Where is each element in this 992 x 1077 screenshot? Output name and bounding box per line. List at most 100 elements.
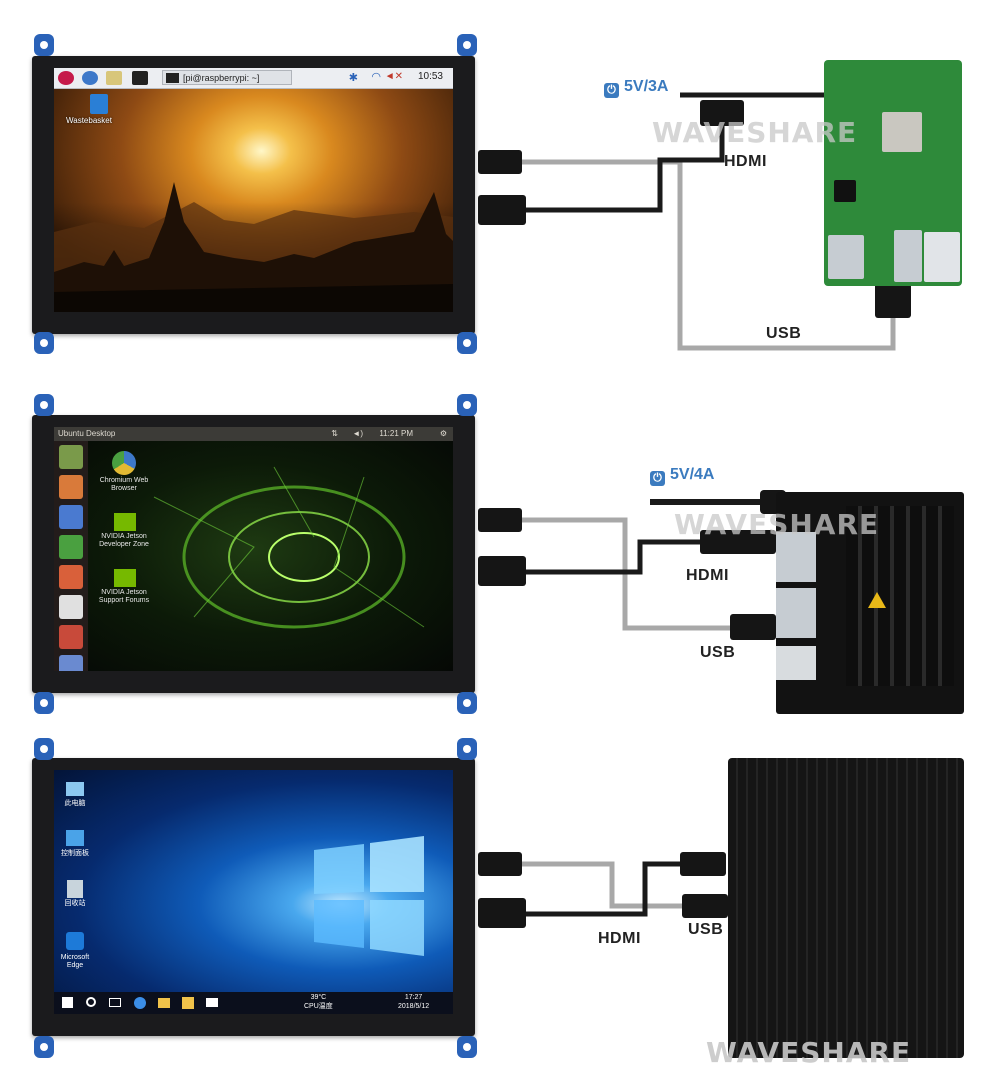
power-spec-2: ⏻5V/4A	[650, 466, 714, 486]
mount-bracket	[457, 692, 477, 714]
watermark: WAVESHARE	[652, 116, 858, 149]
recycle-bin-icon[interactable]	[67, 880, 83, 898]
ethernet-port	[924, 232, 960, 282]
usb-port	[776, 588, 816, 638]
file-explorer-icon[interactable]	[158, 998, 170, 1008]
ethernet-port	[776, 646, 816, 680]
chromium-icon[interactable]	[112, 451, 136, 475]
raspberry-menu-icon[interactable]	[58, 71, 74, 85]
mount-bracket	[34, 692, 54, 714]
gear-icon[interactable]: ⚙	[439, 429, 447, 438]
calc-icon[interactable]	[59, 535, 83, 559]
nvidia-icon[interactable]	[114, 569, 136, 587]
jetson-nano-board	[776, 492, 964, 714]
mail-icon[interactable]	[206, 998, 218, 1007]
usb-port	[894, 230, 922, 282]
desktop-icon-label: 此电脑	[64, 800, 86, 807]
mount-bracket	[457, 738, 477, 760]
ubuntu-dash-icon[interactable]	[59, 445, 83, 469]
desktop-icon-label: NVIDIA Jetson Support Forums	[98, 589, 150, 604]
display-panel-2: Ubuntu Desktop 11:21 PM ⚙ ◄) ⇅ Chromium …	[32, 415, 475, 693]
mount-bracket	[457, 394, 477, 416]
desktop-icon-label: NVIDIA Jetson Developer Zone	[99, 533, 149, 548]
wifi-icon[interactable]: ◠	[371, 71, 381, 83]
nvidia-icon[interactable]	[114, 513, 136, 531]
terminal-title: [pi@raspberrypi: ~]	[183, 73, 260, 83]
wastebasket-icon[interactable]	[90, 94, 108, 114]
desktop-icon-label: 控制面板	[61, 850, 89, 857]
trash-icon[interactable]	[59, 655, 83, 671]
writer-icon[interactable]	[59, 505, 83, 529]
network-icon[interactable]: ⇅	[331, 429, 338, 438]
ubuntu-desktop-screen: Ubuntu Desktop 11:21 PM ⚙ ◄) ⇅ Chromium …	[54, 427, 453, 671]
usb-label-3: USB	[688, 921, 724, 938]
mount-bracket	[34, 1036, 54, 1058]
watermark: WAVESHARE	[706, 1036, 912, 1069]
mount-bracket	[34, 394, 54, 416]
raspberry-pi-board	[824, 60, 962, 286]
ubuntu-topbar: Ubuntu Desktop 11:21 PM ⚙ ◄) ⇅	[54, 427, 453, 441]
terminal-icon[interactable]	[132, 71, 148, 85]
hdmi-label-3: HDMI	[598, 930, 641, 947]
terminal-icon	[166, 73, 179, 83]
usb-label-2: USB	[700, 644, 736, 661]
hdmi-cable-3	[520, 861, 690, 917]
chip	[834, 180, 856, 202]
mini-pc-box	[728, 758, 964, 1058]
task-view-icon[interactable]	[109, 998, 121, 1007]
power-icon: ⏻	[604, 83, 619, 98]
taskbar-clock: 10:53	[417, 71, 443, 82]
hdmi-plug	[478, 556, 526, 586]
usb-plug	[478, 852, 522, 876]
volume-icon[interactable]: ◄✕	[384, 71, 403, 82]
desktop-icon-label: Microsoft Edge	[60, 954, 90, 969]
usb-port	[828, 235, 864, 279]
mount-bracket	[34, 332, 54, 354]
nvidia-eye-wallpaper	[153, 466, 425, 629]
volume-icon[interactable]: ◄)	[352, 429, 363, 438]
mount-bracket	[34, 738, 54, 760]
software-center-icon[interactable]	[59, 595, 83, 619]
bluetooth-icon[interactable]: ✱	[348, 72, 358, 84]
topbar-title: Ubuntu Desktop	[58, 429, 116, 438]
watermark: WAVESHARE	[674, 508, 880, 541]
topbar-clock: 11:21 PM	[379, 429, 413, 438]
ubuntu-launcher	[54, 441, 88, 671]
hdmi-cable-2	[520, 539, 705, 575]
edge-icon[interactable]	[66, 932, 84, 950]
computer-icon[interactable]	[66, 782, 84, 796]
terminal-task-button[interactable]: [pi@raspberrypi: ~]	[162, 70, 292, 85]
mount-bracket	[457, 332, 477, 354]
start-icon[interactable]	[62, 997, 73, 1008]
temple-silhouette	[54, 182, 453, 312]
display-panel-1: [pi@raspberrypi: ~] ✱ ◠ ◄✕ 10:53 Wasteba…	[32, 56, 475, 334]
usb-port	[776, 532, 816, 582]
windows-logo-wallpaper	[314, 836, 424, 956]
usb-cable-3	[520, 861, 690, 909]
folder-icon[interactable]	[106, 71, 122, 85]
impress-icon[interactable]	[59, 565, 83, 589]
globe-icon[interactable]	[82, 71, 98, 85]
usb-cable-1	[520, 159, 896, 351]
mount-bracket	[457, 1036, 477, 1058]
settings-icon[interactable]	[59, 625, 83, 649]
heatsink	[846, 506, 954, 686]
edge-icon[interactable]	[134, 997, 146, 1009]
soc-chip	[882, 112, 922, 152]
wastebasket-label: Wastebasket	[66, 116, 112, 125]
files-icon[interactable]	[59, 475, 83, 499]
usb-plug	[478, 508, 522, 532]
hdmi-label-2: HDMI	[686, 567, 729, 584]
store-icon[interactable]	[182, 997, 194, 1009]
control-panel-icon[interactable]	[66, 830, 84, 846]
hdmi-plug	[478, 195, 526, 225]
usb-plug	[478, 150, 522, 174]
search-icon[interactable]	[86, 997, 96, 1007]
hdmi-cable-1	[520, 122, 725, 213]
power-spec-1: ⏻5V/3A	[604, 78, 668, 98]
